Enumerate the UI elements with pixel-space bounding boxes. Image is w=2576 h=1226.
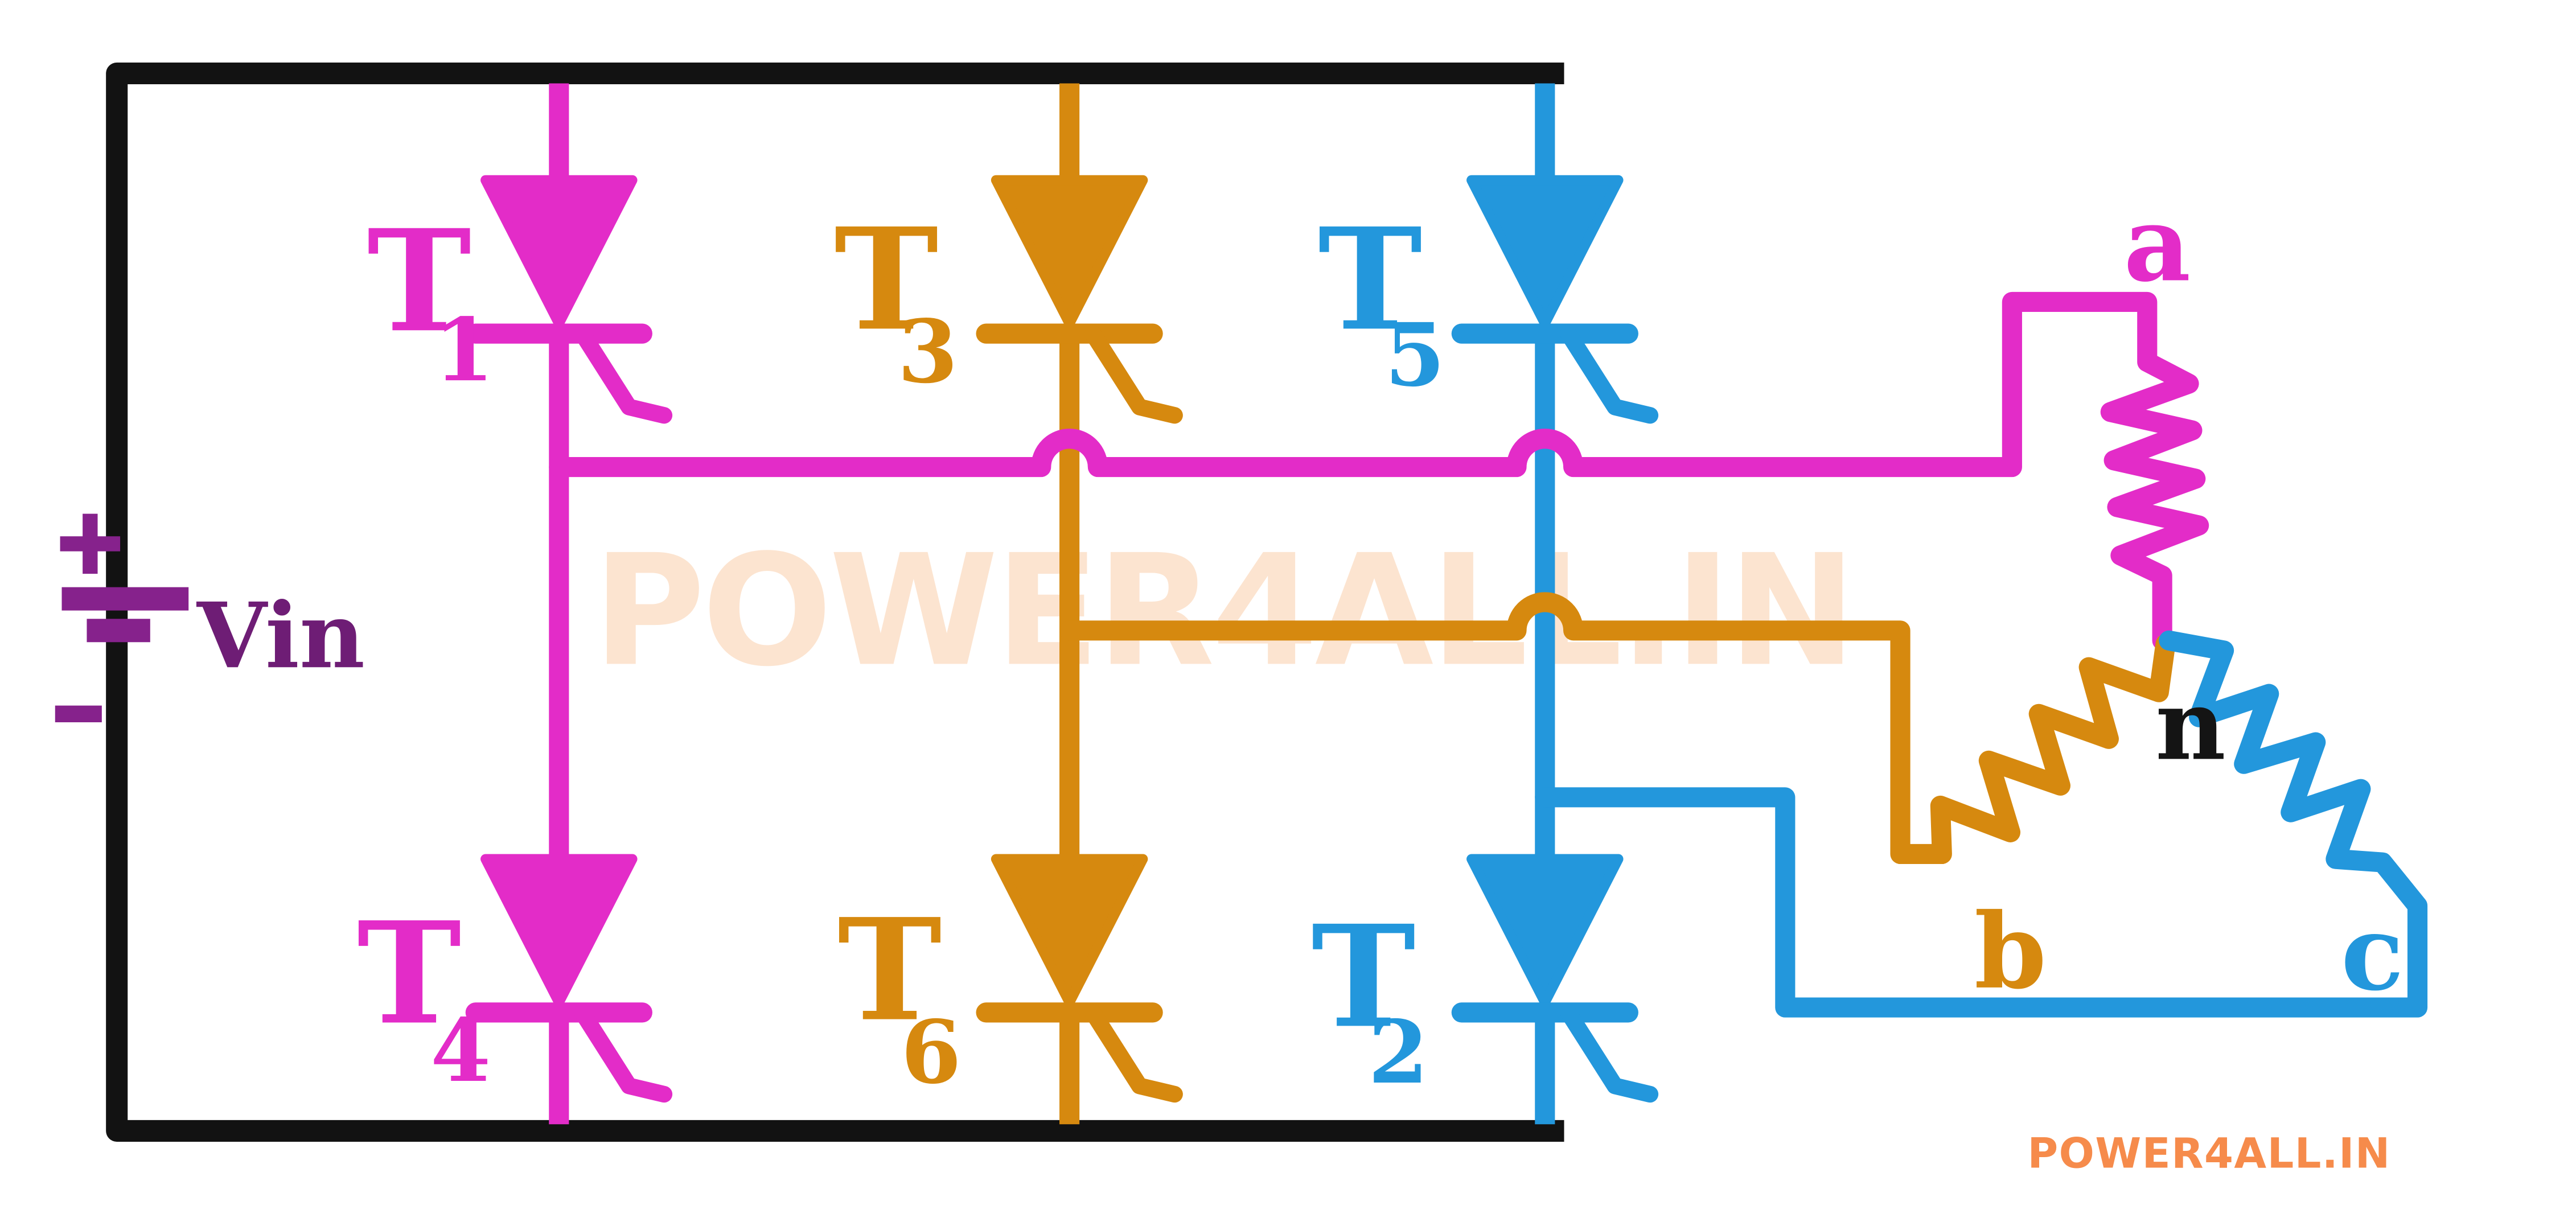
node-label-a: a [2123, 183, 2191, 305]
thyristor-symbol-T4 [475, 859, 664, 1094]
node-label-n: n [2155, 668, 2226, 782]
node-label-c: c [2341, 892, 2404, 1014]
phase-a-output-wire-and-resistor [549, 291, 2209, 651]
thyristor-symbol-T6 [986, 859, 1174, 1094]
source-voltage-label: Vin [196, 583, 365, 689]
thyristor-symbol-T2 [1461, 859, 1650, 1094]
watermark-text: POWER4ALL.IN [593, 521, 1853, 700]
phase-c-output-wire-and-resistor [1535, 630, 2428, 1018]
thyristor-symbol-T5 [1461, 180, 1650, 415]
label-T2: T 2 [1312, 895, 1429, 1103]
thyristor-symbol-T3 [986, 180, 1174, 415]
label-T4: T 4 [357, 891, 491, 1101]
phase-b-output-wire-and-resistor [1059, 592, 2176, 865]
label-T6: T 6 [837, 888, 961, 1103]
brand-logo-text: POWER4ALL.IN [2027, 1129, 2390, 1178]
label-T5: T 5 [1318, 198, 1445, 406]
thyristor-symbol-T1 [475, 180, 664, 415]
dc-source: Vin [55, 513, 365, 722]
node-label-b: b [1974, 890, 2047, 1012]
label-T1: T 1 [367, 199, 494, 401]
label-T3: T 3 [834, 198, 958, 402]
